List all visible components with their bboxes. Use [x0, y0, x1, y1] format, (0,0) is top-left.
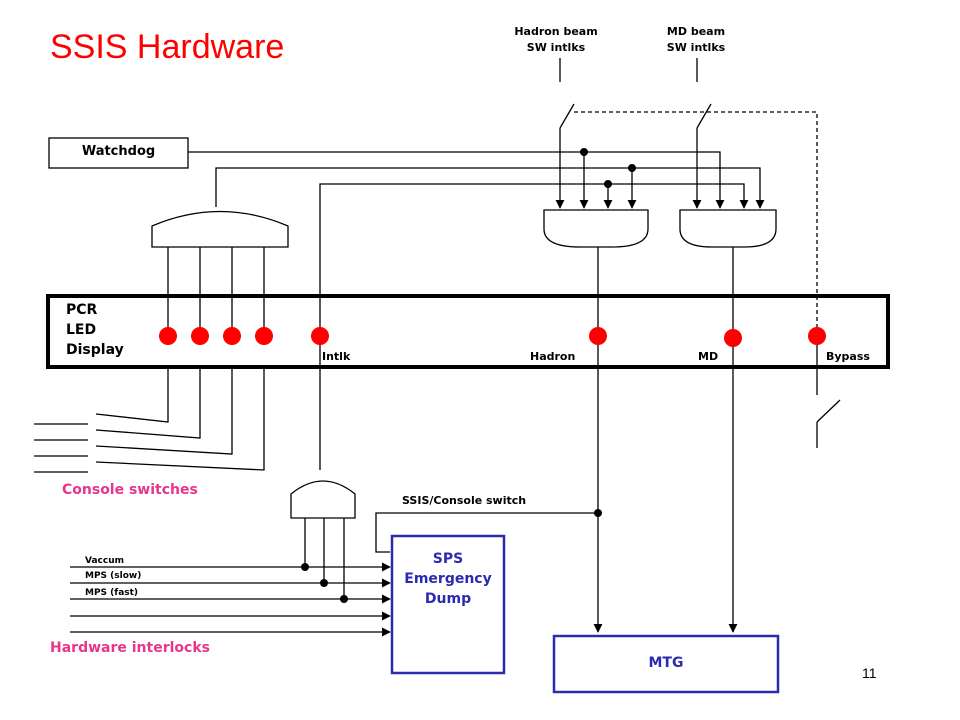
bypass-dashed-line [574, 111, 818, 330]
watchdog-box [48, 137, 189, 169]
console-led-3 [223, 327, 241, 345]
bypass-label: Bypass [826, 350, 870, 363]
intlk-label: Intlk [322, 350, 351, 363]
mtg-box [552, 634, 780, 694]
sps-label-line3: Dump [424, 591, 472, 607]
junction-dots [301, 148, 636, 603]
interlock-or-gate [290, 480, 356, 519]
pcr-led-display-panel [46, 294, 890, 369]
intlk-led [311, 327, 329, 345]
vaccum-label: Vaccum [85, 556, 125, 566]
hadron-led [589, 327, 607, 345]
md-and-gate [679, 209, 777, 248]
pcr-label-line2: LED [66, 322, 97, 338]
page-number: 11 [862, 665, 877, 681]
led-indicators [159, 327, 826, 347]
bypass-led [808, 327, 826, 345]
hadron-beam-label-line1: Hadron beam [514, 25, 598, 38]
console-led-1 [159, 327, 177, 345]
mps-slow-label: MPS (slow) [85, 571, 142, 581]
sps-label-line2: Emergency [404, 571, 492, 587]
console-led-2 [191, 327, 209, 345]
pcr-label-line1: PCR [66, 302, 98, 318]
pcr-label-line3: Display [66, 342, 124, 358]
md-label: MD [698, 350, 719, 363]
hadron-beam-label-line2: SW intlks [526, 41, 586, 54]
console-switches-label: Console switches [62, 482, 198, 498]
hadron-label: Hadron [530, 350, 576, 363]
mtg-label: MTG [648, 655, 684, 671]
console-or-gate [151, 210, 289, 248]
hardware-interlocks-label: Hardware interlocks [50, 640, 210, 656]
sps-label-line1: SPS [432, 551, 464, 567]
watchdog-label: Watchdog [81, 144, 156, 159]
console-led-4 [255, 327, 273, 345]
slide-title: SSIS Hardware [50, 28, 285, 66]
mps-fast-label: MPS (fast) [85, 588, 139, 598]
ssis-console-switch-label: SSIS/Console switch [402, 494, 527, 507]
md-led [724, 329, 742, 347]
hadron-and-gate [543, 209, 649, 248]
sps-emergency-dump-box [390, 534, 506, 675]
md-beam-label-line2: SW intlks [666, 41, 726, 54]
md-beam-label-line1: MD beam [666, 25, 726, 38]
